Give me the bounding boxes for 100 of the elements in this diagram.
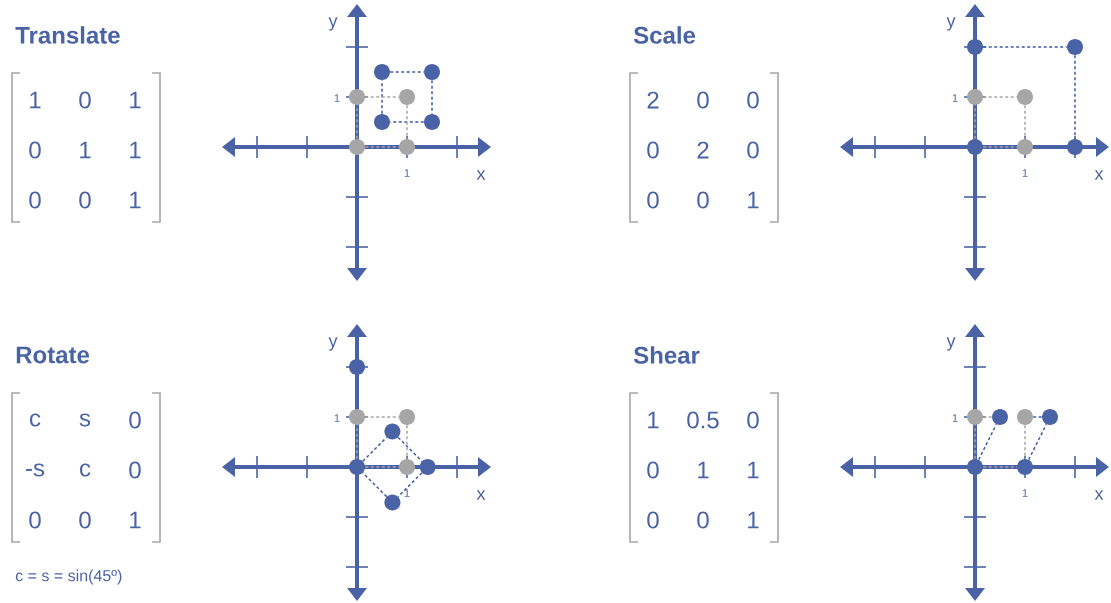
dot: [967, 139, 983, 155]
dashed-line: [406, 104, 408, 140]
matrix-entry: 1: [130, 91, 141, 109]
matrix-entry: 0: [697, 191, 709, 209]
dot: [967, 89, 983, 105]
matrix-entry: c: [30, 413, 41, 427]
dashed-line: [431, 79, 433, 115]
dot: [349, 139, 365, 155]
matrix-entry: 1: [130, 141, 141, 159]
matrix-entry: 0: [29, 141, 41, 159]
dashed-line: [974, 104, 976, 140]
dot: [384, 423, 401, 440]
matrix-entry: 0: [129, 411, 141, 429]
dashed-line: [982, 466, 1018, 468]
matrix-entry: 0: [647, 141, 659, 159]
matrix-entry: 0: [647, 461, 659, 479]
dot: [374, 114, 390, 130]
matrix-entry: c: [80, 463, 91, 477]
matrix-entry: -s: [26, 463, 45, 477]
dot: [967, 409, 983, 425]
panel-title: Scale: [633, 26, 696, 44]
matrix-entry: 0: [747, 91, 759, 109]
tick-label: 1: [1022, 489, 1028, 497]
dot: [967, 39, 983, 55]
dot: [374, 64, 390, 80]
matrix-entry: 0.5: [687, 411, 719, 429]
dot: [349, 89, 365, 105]
dot: [384, 494, 401, 511]
dashed-line: [982, 96, 1018, 98]
matrix-entry: 1: [130, 191, 141, 209]
matrix-entry: 0: [79, 191, 91, 209]
matrix-entry: 1: [80, 141, 91, 159]
matrix-entry: 0: [697, 91, 709, 109]
matrix-entry: 2: [697, 141, 709, 159]
matrix-entry: 1: [30, 91, 41, 109]
matrix-entry: 1: [748, 191, 759, 209]
matrix-entry: 1: [698, 461, 709, 479]
matrix-entry: 0: [747, 141, 759, 159]
matrix-entry: 1: [130, 511, 141, 529]
dot: [349, 359, 365, 375]
panel-title: Rotate: [16, 346, 90, 364]
dashed-line: [364, 466, 400, 468]
dashed-line: [356, 424, 358, 460]
dashed-line: [982, 46, 1068, 48]
dashed-line: [1032, 416, 1043, 418]
dot: [1067, 139, 1083, 155]
dot: [1067, 39, 1083, 55]
tick-label: 1: [404, 489, 410, 497]
dot: [424, 64, 440, 80]
dot: [1017, 139, 1033, 155]
tick-label: 1: [404, 169, 410, 177]
dashed-line: [389, 71, 425, 73]
matrix-entry: 0: [29, 191, 41, 209]
dashed-line: [397, 436, 423, 462]
dashed-line: [1024, 104, 1026, 140]
dashed-line: [397, 472, 423, 498]
dashed-line: [389, 121, 425, 123]
dashed-line: [364, 96, 400, 98]
matrix-entry: 1: [648, 411, 659, 429]
axis-label: x: [1094, 490, 1104, 500]
dot: [399, 459, 415, 475]
axis-label: y: [946, 17, 956, 31]
dot: [399, 409, 415, 425]
dot: [1017, 409, 1033, 425]
panel-title: Translate: [15, 26, 120, 44]
matrix-entry: 0: [129, 461, 141, 479]
tick-label: 1: [1022, 169, 1028, 177]
dashed-line: [974, 424, 976, 460]
dot: [399, 89, 415, 105]
dashed-line: [356, 104, 358, 140]
dashed-line: [381, 79, 383, 115]
matrix-entry: 1: [748, 461, 759, 479]
matrix-entry: 0: [29, 511, 41, 529]
matrix-entry: 2: [647, 91, 659, 109]
dot: [424, 114, 440, 130]
dashed-line: [364, 146, 400, 148]
dot: [1042, 409, 1058, 425]
formula-note: c = s = sin(45º): [15, 569, 122, 585]
dot: [349, 459, 365, 475]
dot: [1017, 89, 1033, 105]
dot: [399, 139, 415, 155]
panel-title: Shear: [633, 346, 700, 364]
matrix-entry: 0: [747, 411, 759, 429]
axis-label: y: [328, 17, 338, 31]
matrix-entry: 1: [748, 511, 759, 529]
dashed-line: [362, 472, 388, 498]
axis-label: y: [946, 337, 956, 351]
dot: [349, 409, 365, 425]
dashed-line: [1024, 424, 1026, 460]
dashed-line: [1074, 54, 1076, 140]
axis-label: y: [328, 337, 338, 351]
dashed-line: [982, 416, 993, 418]
dashed-line: [364, 416, 400, 418]
dot: [419, 459, 436, 475]
dashed-line: [362, 436, 388, 462]
matrix-entry: 0: [79, 511, 91, 529]
dot: [1017, 459, 1033, 475]
dot: [967, 459, 983, 475]
matrix-entry: 0: [79, 91, 91, 109]
dashed-line: [977, 423, 998, 461]
